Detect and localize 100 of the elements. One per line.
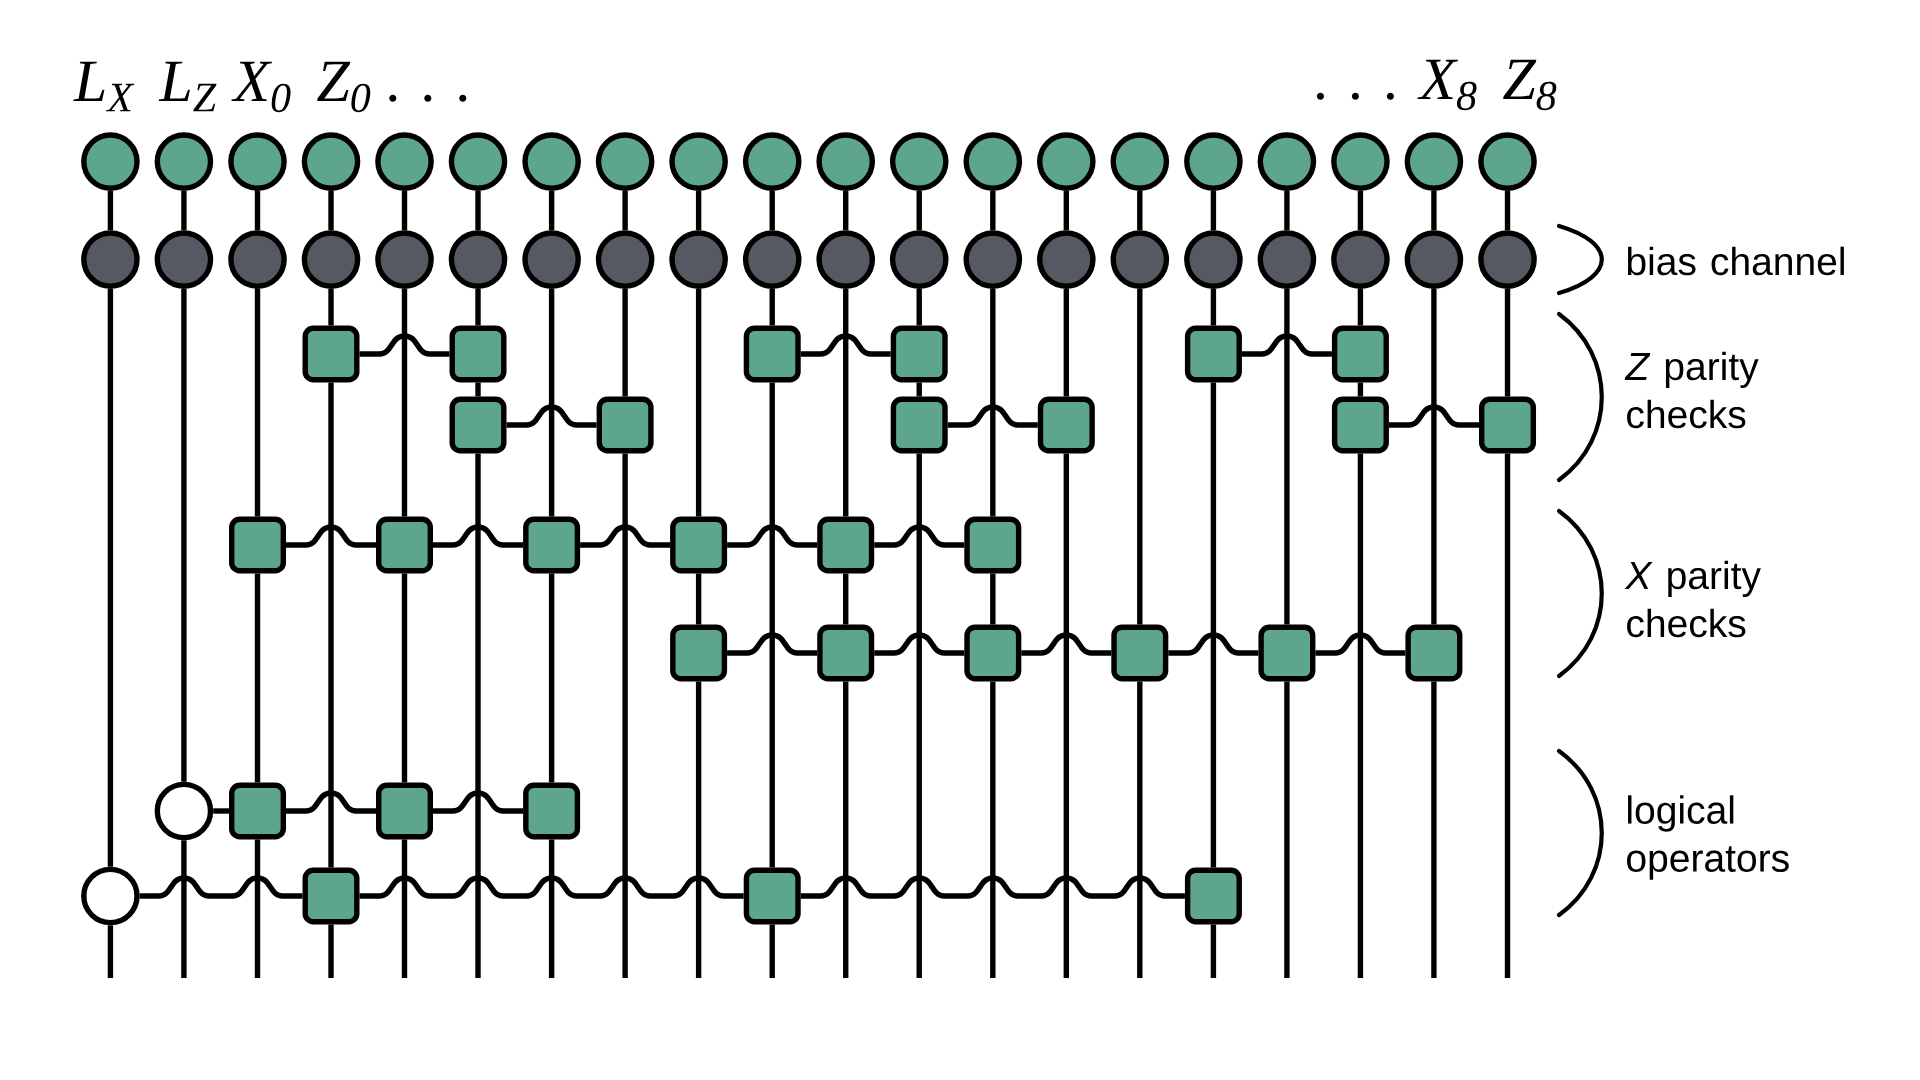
square-node xyxy=(376,516,433,574)
line xyxy=(1284,288,1290,625)
line xyxy=(769,288,775,326)
line xyxy=(548,190,555,231)
square-node xyxy=(229,516,286,574)
circle-node xyxy=(1110,132,1170,191)
line xyxy=(695,288,702,517)
square-node xyxy=(376,782,433,840)
circle-node xyxy=(81,132,140,191)
line xyxy=(548,573,555,783)
line xyxy=(254,190,261,231)
line xyxy=(843,573,849,625)
line xyxy=(1357,453,1364,978)
line xyxy=(695,190,702,231)
square-node xyxy=(1037,396,1095,454)
square-node xyxy=(964,516,1022,574)
line xyxy=(1063,453,1069,978)
line xyxy=(107,190,114,231)
group-label: X parity checks xyxy=(1624,560,1761,638)
line xyxy=(401,190,408,231)
column-label: . . . X$_{8}$ xyxy=(1316,59,1477,111)
square-node xyxy=(449,396,507,454)
circle-node xyxy=(963,230,1023,289)
line xyxy=(990,681,996,978)
circle-node xyxy=(1110,230,1170,289)
circle-node xyxy=(816,132,876,191)
circle-node xyxy=(154,132,214,191)
line xyxy=(622,288,628,397)
line xyxy=(181,288,187,782)
circle-node xyxy=(301,132,361,191)
square-node xyxy=(890,325,948,383)
crossing-line xyxy=(433,790,524,814)
circle-node xyxy=(595,132,655,191)
circle-node xyxy=(1478,132,1537,191)
line xyxy=(1357,288,1364,326)
line xyxy=(916,190,922,231)
crossing-line xyxy=(947,404,1038,428)
square-node xyxy=(1184,867,1242,925)
circle-node xyxy=(669,230,728,289)
line xyxy=(769,382,775,868)
circle-node xyxy=(816,230,876,289)
line xyxy=(1504,453,1511,978)
line xyxy=(401,839,408,978)
circle-node xyxy=(889,132,949,191)
crossing-line xyxy=(1241,333,1332,357)
crossing-line xyxy=(800,875,1185,899)
circle-node xyxy=(1184,132,1243,191)
line xyxy=(328,288,334,326)
line xyxy=(843,681,849,978)
circle-node xyxy=(154,230,214,289)
line xyxy=(1210,382,1217,868)
line xyxy=(1137,190,1143,231)
square-node xyxy=(743,325,801,383)
line xyxy=(1284,190,1290,231)
square-node xyxy=(1479,396,1536,454)
column-label: L$_{Z}$ xyxy=(158,61,217,112)
line xyxy=(622,453,628,978)
line xyxy=(254,288,261,517)
square-node xyxy=(964,624,1022,682)
crossing-line xyxy=(506,404,597,428)
line xyxy=(769,190,775,231)
line xyxy=(328,190,334,231)
circle-node xyxy=(522,132,581,191)
line xyxy=(1210,288,1217,326)
circle-node xyxy=(1331,230,1390,289)
crossing-line xyxy=(1388,404,1479,428)
circle-node xyxy=(301,230,361,289)
square-node xyxy=(1258,624,1316,682)
line xyxy=(695,681,702,978)
circle-node xyxy=(1257,230,1317,289)
square-node xyxy=(743,867,801,925)
crossing-line xyxy=(213,808,229,814)
group-label: bias channel xyxy=(1627,246,1844,276)
square-node xyxy=(670,624,728,682)
square-node xyxy=(1331,325,1389,383)
circle-node xyxy=(742,230,802,289)
circle-node xyxy=(1404,132,1464,191)
square-node xyxy=(302,325,360,383)
open-circle-node xyxy=(154,781,214,841)
line xyxy=(475,382,481,397)
square-node xyxy=(670,516,728,574)
open-circle-node xyxy=(81,866,140,926)
square-node xyxy=(1331,396,1389,454)
line xyxy=(1431,288,1437,625)
line xyxy=(181,190,187,231)
crossing-line xyxy=(1021,632,1112,656)
crossing-line xyxy=(874,632,965,656)
circle-node xyxy=(375,230,434,289)
line xyxy=(1431,681,1437,978)
line xyxy=(328,382,334,868)
circle-node xyxy=(595,230,655,289)
line xyxy=(475,453,481,978)
crossing-line xyxy=(286,524,376,548)
circle-node xyxy=(889,230,949,289)
line xyxy=(181,840,187,978)
line xyxy=(1504,288,1511,397)
square-node xyxy=(890,396,948,454)
crossing-line xyxy=(1168,632,1259,656)
circle-node xyxy=(448,230,508,289)
circle-node xyxy=(1257,132,1317,191)
